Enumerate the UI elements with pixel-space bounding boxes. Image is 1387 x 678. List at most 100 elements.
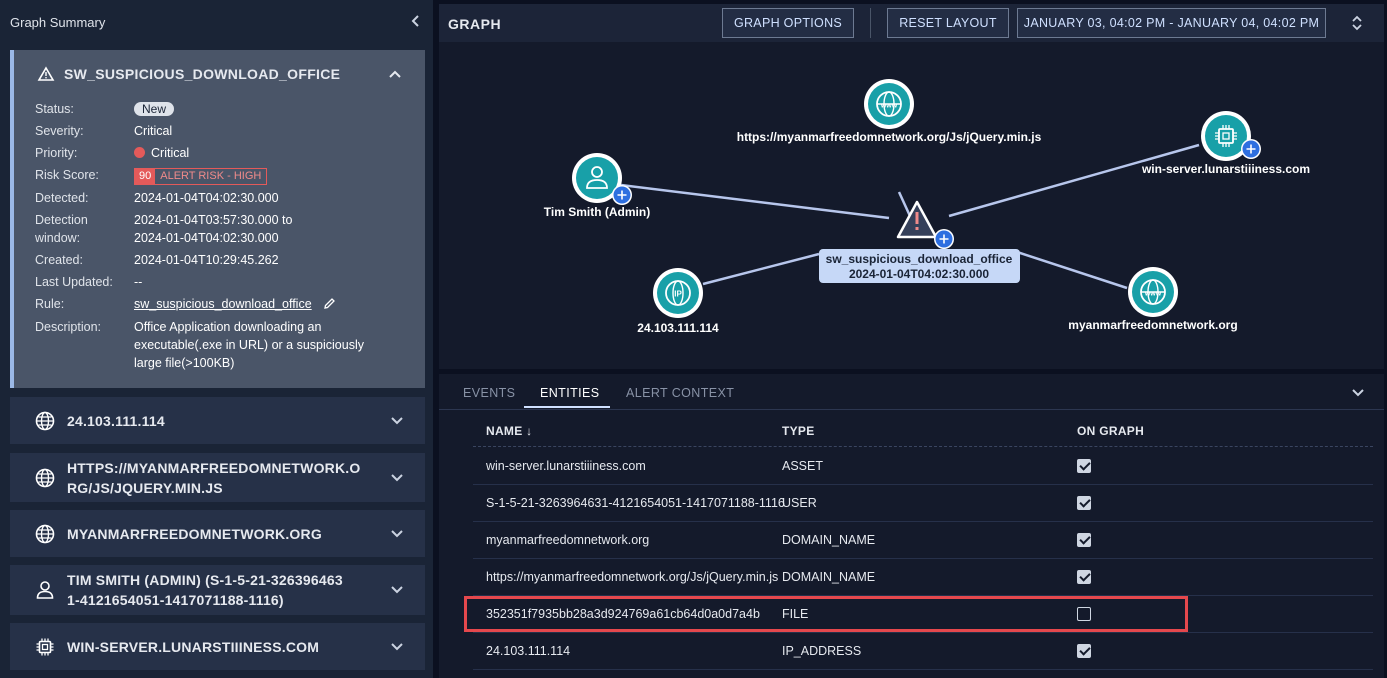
priority-dot-icon xyxy=(134,147,145,158)
table-row[interactable]: win-server.lunarstiiiness.com ASSET xyxy=(473,448,1373,485)
table-row[interactable]: S-1-5-21-3263964631-4121654051-141707118… xyxy=(473,485,1373,522)
node-label-asset: win-server.lunarstiiiness.com xyxy=(1141,162,1310,176)
reset-layout-button[interactable]: RESET LAYOUT xyxy=(887,8,1009,38)
entities-panel: EVENTS ENTITIES ALERT CONTEXT NAME ↓ TYP… xyxy=(439,374,1384,678)
column-header-type[interactable]: TYPE xyxy=(782,424,815,438)
description-label: Description: xyxy=(35,320,101,334)
graph-node-user[interactable]: Tim Smith (Admin) xyxy=(544,153,650,219)
graph-summary-title: Graph Summary xyxy=(10,14,106,30)
chip-icon xyxy=(36,638,54,655)
node-label-alert-time: 2024-01-04T04:02:30.000 xyxy=(849,267,989,281)
description-line-1: Office Application downloading an xyxy=(134,320,322,334)
www-label: www xyxy=(880,103,898,110)
globe-icon: www xyxy=(876,91,902,117)
date-range-button[interactable]: JANUARY 03, 04:02 PM - JANUARY 04, 04:02… xyxy=(1017,8,1326,38)
graph-summary-panel: Graph Summary SW_SUSPICIOUS_DOWNLOAD_OFF… xyxy=(0,0,433,678)
updated-value: -- xyxy=(134,275,143,289)
entity-name-cell: win-server.lunarstiiiness.com xyxy=(486,459,646,473)
status-label: Status: xyxy=(35,102,74,116)
risk-score: 90 xyxy=(135,169,156,184)
graph-node-url[interactable]: www https://myanmarfreedomnetwork.org/Js… xyxy=(737,79,1042,144)
graph-canvas[interactable]: www https://myanmarfreedomnetwork.org/Js… xyxy=(439,42,1384,369)
status-row: Status: New xyxy=(35,100,415,118)
on-graph-checkbox[interactable] xyxy=(1077,533,1091,547)
table-row[interactable]: https://myanmarfreedomnetwork.org/Js/jQu… xyxy=(473,559,1373,596)
globe-icon xyxy=(35,524,55,543)
chevron-down-icon[interactable] xyxy=(391,586,403,594)
chevron-down-icon[interactable] xyxy=(1352,389,1364,397)
entity-label-line-1: HTTPS://MYANMARFREEDOMNETWORK.O xyxy=(67,459,361,476)
edge-asset xyxy=(948,143,1200,218)
graph-title: GRAPH xyxy=(448,16,502,32)
table-row[interactable]: myanmarfreedomnetwork.org DOMAIN_NAME xyxy=(473,522,1373,559)
priority-label: Priority: xyxy=(35,146,78,160)
severity-label: Severity: xyxy=(35,124,84,138)
graph-summary-header: Graph Summary xyxy=(0,0,433,44)
created-label: Created: xyxy=(35,253,83,267)
on-graph-checkbox[interactable] xyxy=(1077,570,1091,584)
entity-accordion-domain[interactable]: MYANMARFREEDOMNETWORK.ORG xyxy=(10,510,425,557)
created-row: Created: 2024-01-04T10:29:45.262 xyxy=(35,251,415,269)
graph-options-button[interactable]: GRAPH OPTIONS xyxy=(722,8,854,38)
globe-icon xyxy=(35,411,55,430)
entity-accordion-url[interactable]: HTTPS://MYANMARFREEDOMNETWORK.O RG/JS/JQU… xyxy=(10,453,425,502)
table-row[interactable]: 352351f7935bb28a3d924769a61cb64d0a0d7a4b… xyxy=(473,596,1373,633)
entity-label-line-2: RG/JS/JQUERY.MIN.JS xyxy=(67,479,223,496)
add-node-icon[interactable] xyxy=(1246,144,1256,154)
on-graph-checkbox[interactable] xyxy=(1077,644,1091,658)
updated-row: Last Updated: -- xyxy=(35,273,415,291)
column-header-name[interactable]: NAME ↓ xyxy=(486,424,533,438)
priority-row: Priority: Critical xyxy=(35,144,415,162)
graph-node-alert[interactable]: sw_suspicious_download_office 2024-01-04… xyxy=(819,200,1020,283)
chevron-down-icon[interactable] xyxy=(391,473,403,482)
expand-collapse-icon[interactable] xyxy=(1352,15,1362,31)
risk-text: ALERT RISK - HIGH xyxy=(160,170,262,182)
graph-node-asset[interactable]: win-server.lunarstiiiness.com xyxy=(1141,111,1310,176)
collapse-panel-icon[interactable] xyxy=(411,14,421,30)
risk-row: Risk Score: 90 ALERT RISK - HIGH xyxy=(35,166,415,185)
on-graph-checkbox[interactable] xyxy=(1077,459,1091,473)
add-node-icon[interactable] xyxy=(617,190,627,200)
entity-accordion-asset[interactable]: WIN-SERVER.LUNARSTIIINESS.COM xyxy=(10,623,425,670)
on-graph-checkbox[interactable] xyxy=(1077,496,1091,510)
updated-label: Last Updated: xyxy=(35,275,113,289)
toolbar-divider xyxy=(870,8,871,38)
ip-globe-icon: IP xyxy=(665,280,691,306)
node-label-user: Tim Smith (Admin) xyxy=(544,205,650,219)
graph-header: GRAPH GRAPH OPTIONS RESET LAYOUT JANUARY… xyxy=(439,4,1384,42)
on-graph-checkbox[interactable] xyxy=(1077,607,1091,621)
edge-user xyxy=(620,183,890,220)
add-node-icon[interactable] xyxy=(939,234,949,244)
entity-label: WIN-SERVER.LUNARSTIIINESS.COM xyxy=(67,638,320,655)
chevron-down-icon[interactable] xyxy=(391,529,403,538)
graph-node-ip[interactable]: IP 24.103.111.114 xyxy=(637,268,719,335)
window-value-1: 2024-01-04T03:57:30.000 to xyxy=(134,213,293,227)
graph-edges xyxy=(620,143,1200,290)
chevron-down-icon[interactable] xyxy=(391,416,403,425)
chevron-up-icon[interactable] xyxy=(389,70,401,78)
edge-domain xyxy=(1016,250,1128,290)
entity-label: 24.103.111.114 xyxy=(67,412,165,429)
entity-type-cell: IP_ADDRESS xyxy=(782,644,862,658)
entity-name-cell: myanmarfreedomnetwork.org xyxy=(486,533,650,547)
tab-events[interactable]: EVENTS xyxy=(463,386,516,400)
risk-label: Risk Score: xyxy=(35,168,99,182)
entity-name-cell: https://myanmarfreedomnetwork.org/Js/jQu… xyxy=(486,570,779,584)
table-row[interactable]: 24.103.111.114 IP_ADDRESS xyxy=(473,633,1373,670)
rule-link[interactable]: sw_suspicious_download_office xyxy=(134,297,312,311)
column-header-on-graph[interactable]: ON GRAPH xyxy=(1077,424,1145,438)
graph-node-domain[interactable]: www myanmarfreedomnetwork.org xyxy=(1068,267,1238,332)
tab-bar: EVENTS ENTITIES ALERT CONTEXT xyxy=(439,374,1384,410)
chevron-down-icon[interactable] xyxy=(391,642,403,651)
tab-entities[interactable]: ENTITIES xyxy=(540,386,600,400)
alert-name: SW_SUSPICIOUS_DOWNLOAD_OFFICE xyxy=(64,66,341,82)
alert-card: SW_SUSPICIOUS_DOWNLOAD_OFFICE Status: Ne… xyxy=(10,50,425,388)
pencil-icon[interactable] xyxy=(323,297,336,310)
tab-alert-context[interactable]: ALERT CONTEXT xyxy=(626,386,735,400)
entity-accordion-ip[interactable]: 24.103.111.114 xyxy=(10,397,425,444)
detected-value: 2024-01-04T04:02:30.000 xyxy=(134,191,279,205)
graph-panel: GRAPH GRAPH OPTIONS RESET LAYOUT JANUARY… xyxy=(439,4,1384,369)
alert-title-row[interactable]: SW_SUSPICIOUS_DOWNLOAD_OFFICE xyxy=(37,66,401,82)
